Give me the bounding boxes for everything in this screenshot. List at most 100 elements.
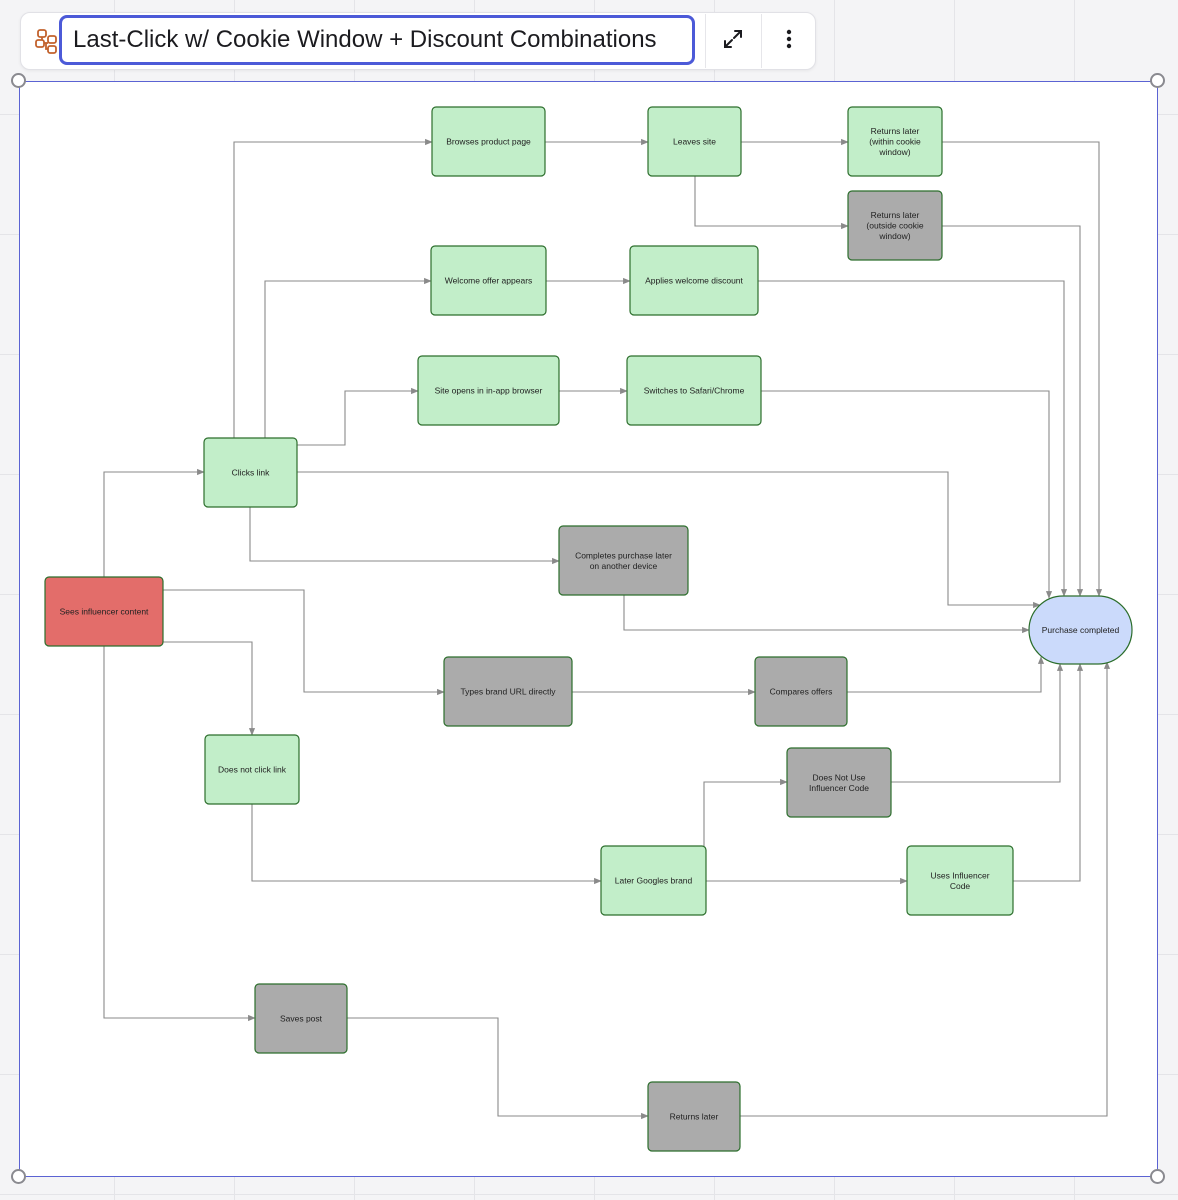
node-shape [906, 845, 1014, 916]
diagram-icon [32, 26, 62, 56]
edge-clicks-link-to-welcome-offer-appears[interactable] [264, 277, 432, 438]
edge-applies-welcome-discount-to-purchase-completed[interactable] [758, 280, 1068, 597]
node-applies-welcome-discount[interactable]: Applies welcome discount [629, 245, 759, 316]
node-purchase-completed[interactable]: Purchase completed [1028, 595, 1133, 665]
node-compares-offers[interactable]: Compares offers [754, 656, 848, 727]
resize-handle-top-left[interactable] [11, 73, 26, 88]
edge-compares-offers-to-purchase-completed[interactable] [847, 656, 1045, 693]
node-saves-post[interactable]: Saves post [254, 983, 348, 1054]
node-label: (outside cookie [866, 221, 923, 231]
node-shape [754, 656, 848, 727]
node-label: Does not click link [218, 765, 287, 775]
diagram-toolbar: Last-Click w/ Cookie Window + Discount C… [20, 12, 816, 70]
node-returns-later[interactable]: Returns later [647, 1081, 741, 1152]
node-shape [417, 355, 560, 426]
node-shape [431, 106, 546, 177]
node-shape [204, 734, 300, 805]
edge-clicks-link-to-browses-product-page[interactable] [233, 138, 433, 438]
node-shape [786, 747, 892, 818]
node-label: Does Not Use [813, 772, 866, 782]
edge-clicks-link-to-completes-purchase-later[interactable] [249, 507, 560, 565]
edge-returns-later-within-to-purchase-completed[interactable] [942, 141, 1103, 597]
node-label: Browses product page [446, 137, 531, 147]
node-shape [629, 245, 759, 316]
node-label: window) [878, 231, 910, 241]
edge-clicks-link-to-purchase-completed[interactable] [297, 471, 1041, 609]
node-label: Code [950, 881, 971, 891]
edge-sees-influencer-content-to-saves-post[interactable] [103, 646, 256, 1022]
diagram-title-input[interactable]: Last-Click w/ Cookie Window + Discount C… [59, 15, 695, 65]
node-does-not-click-link[interactable]: Does not click link [204, 734, 300, 805]
node-clicks-link[interactable]: Clicks link [203, 437, 298, 508]
resize-handle-bottom-right[interactable] [1150, 1169, 1165, 1184]
node-label: Saves post [280, 1014, 323, 1024]
node-shape [847, 106, 943, 177]
node-site-opens-in-app-browser[interactable]: Site opens in in-app browser [417, 355, 560, 426]
edge-does-not-use-influencer-code-to-purchase-completed[interactable] [891, 663, 1064, 783]
node-label: Returns later [871, 210, 920, 220]
node-label: Compares offers [770, 687, 833, 697]
node-shape [558, 525, 689, 596]
node-label: Sees influencer content [60, 607, 149, 617]
edge-switches-to-safari-chrome-to-purchase-completed[interactable] [761, 390, 1053, 599]
node-label: Completes purchase later [575, 550, 672, 560]
node-shape [1028, 595, 1133, 665]
edge-completes-purchase-later-to-purchase-completed[interactable] [623, 595, 1030, 634]
edge-clicks-link-to-site-opens-in-app-browser[interactable] [297, 387, 419, 446]
node-shape [443, 656, 573, 727]
edge-sees-influencer-content-to-clicks-link[interactable] [103, 468, 205, 577]
edge-returns-later-outside-to-purchase-completed[interactable] [942, 225, 1084, 597]
edge-uses-influencer-code-to-purchase-completed[interactable] [1013, 663, 1084, 882]
node-shape [600, 845, 707, 916]
node-label: Applies welcome discount [645, 276, 743, 286]
edge-sees-influencer-content-to-types-brand-url[interactable] [163, 589, 445, 696]
node-shape [203, 437, 298, 508]
edge-does-not-click-link-to-later-googles-brand[interactable] [251, 804, 602, 885]
edge-leaves-site-to-returns-later-outside[interactable] [694, 176, 849, 230]
node-label: Purchase completed [1042, 625, 1120, 635]
edge-saves-post-to-returns-later[interactable] [347, 1017, 649, 1120]
diagram-canvas[interactable] [19, 81, 1158, 1177]
edge-returns-later-to-purchase-completed[interactable] [740, 661, 1111, 1117]
diagram-title: Last-Click w/ Cookie Window + Discount C… [73, 26, 657, 53]
node-shape [626, 355, 762, 426]
node-shape [647, 1081, 741, 1152]
node-later-googles-brand[interactable]: Later Googles brand [600, 845, 707, 916]
node-switches-to-safari-chrome[interactable]: Switches to Safari/Chrome [626, 355, 762, 426]
node-sees-influencer-content[interactable]: Sees influencer content [44, 576, 164, 647]
node-label: on another device [590, 561, 658, 571]
node-label: Welcome offer appears [445, 276, 533, 286]
node-label: Returns later [871, 126, 920, 136]
node-label: Returns later [670, 1112, 719, 1122]
more-options-button[interactable] [761, 14, 816, 68]
node-label: Clicks link [232, 468, 271, 478]
node-label: window) [878, 147, 910, 157]
node-welcome-offer-appears[interactable]: Welcome offer appears [430, 245, 547, 316]
node-leaves-site[interactable]: Leaves site [647, 106, 742, 177]
node-label: Switches to Safari/Chrome [644, 386, 745, 396]
node-types-brand-url[interactable]: Types brand URL directly [443, 656, 573, 727]
edge-sees-influencer-content-to-does-not-click-link[interactable] [163, 641, 256, 736]
node-shape [647, 106, 742, 177]
expand-button[interactable] [705, 14, 760, 68]
edge-later-googles-brand-to-does-not-use-influencer-code[interactable] [703, 778, 788, 846]
resize-handle-top-right[interactable] [1150, 73, 1165, 88]
node-label: Uses Influencer [930, 870, 989, 880]
more-vertical-icon [777, 27, 801, 56]
node-label: Influencer Code [809, 783, 869, 793]
node-shape [254, 983, 348, 1054]
node-label: Types brand URL directly [460, 687, 556, 697]
node-label: (within cookie [869, 137, 921, 147]
node-label: Site opens in in-app browser [435, 386, 543, 396]
node-shape [847, 190, 943, 261]
resize-handle-bottom-left[interactable] [11, 1169, 26, 1184]
node-browses-product-page[interactable]: Browses product page [431, 106, 546, 177]
node-shape [44, 576, 164, 647]
expand-icon [721, 27, 745, 56]
